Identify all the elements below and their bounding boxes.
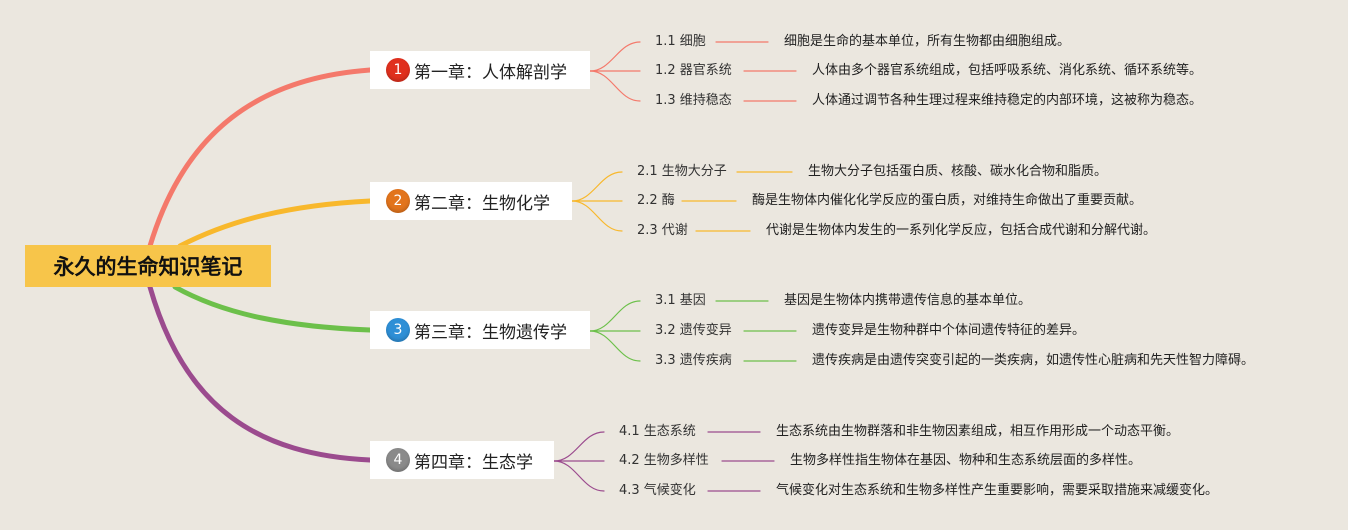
- description-2-3: 代谢是生物体内发生的一系列化学反应，包括合成代谢和分解代谢。: [766, 223, 1157, 238]
- root-title: 永久的生命知识笔记: [53, 255, 243, 279]
- sub-branch-1-3: [589, 70, 641, 102]
- sub-branch-4-1: [553, 431, 605, 462]
- description-3-3: 遗传疾病是由遗传突变引起的一类疾病，如遗传性心脏病和先天性智力障碍。: [812, 353, 1255, 368]
- subtopic-4-1[interactable]: 4.1 生态系统: [619, 424, 696, 439]
- description-4-2: 生物多样性指生物体在基因、物种和生态系统层面的多样性。: [790, 453, 1142, 468]
- chapter-title: 第三章：生物遗传学: [414, 322, 567, 343]
- chapter-number-badge: 1: [386, 58, 410, 82]
- subtopic-3-2[interactable]: 3.2 遗传变异: [655, 323, 732, 338]
- description-4-1: 生态系统由生物群落和非生物因素组成，相互作用形成一个动态平衡。: [776, 424, 1180, 439]
- subtopic-1-1[interactable]: 1.1 细胞: [655, 34, 706, 49]
- chapter-title: 第一章：人体解剖学: [414, 62, 567, 83]
- subtopic-4-2[interactable]: 4.2 生物多样性: [619, 453, 709, 468]
- root-topic[interactable]: 永久的生命知识笔记: [25, 245, 271, 287]
- subtopic-1-2[interactable]: 1.2 器官系统: [655, 63, 732, 78]
- description-4-3: 气候变化对生态系统和生物多样性产生重要影响，需要采取措施来减缓变化。: [776, 483, 1219, 498]
- chapter-4-node[interactable]: 4 第四章：生态学: [370, 441, 554, 479]
- subtopic-4-3[interactable]: 4.3 气候变化: [619, 483, 696, 498]
- subtopic-1-3[interactable]: 1.3 维持稳态: [655, 93, 732, 108]
- subtopic-2-3[interactable]: 2.3 代谢: [637, 223, 688, 238]
- description-1-2: 人体由多个器官系统组成，包括呼吸系统、消化系统、循环系统等。: [812, 63, 1203, 78]
- subtopic-2-1[interactable]: 2.1 生物大分子: [637, 164, 727, 179]
- chapter-number-badge: 2: [386, 189, 410, 213]
- sub-branch-1-1: [589, 41, 641, 72]
- sub-branch-2-1: [571, 171, 623, 202]
- description-1-3: 人体通过调节各种生理过程来维持稳定的内部环境，这被称为稳态。: [812, 93, 1203, 108]
- sub-branch-3-3: [589, 330, 641, 362]
- subtopic-3-1[interactable]: 3.1 基因: [655, 293, 706, 308]
- chapter-title: 第四章：生态学: [414, 452, 533, 473]
- main-branch-1: [147, 67, 373, 249]
- description-1-1: 细胞是生命的基本单位，所有生物都由细胞组成。: [784, 34, 1071, 49]
- sub-branch-3-1: [589, 300, 641, 332]
- description-2-1: 生物大分子包括蛋白质、核酸、碳水化合物和脂质。: [808, 164, 1108, 179]
- description-3-2: 遗传变异是生物种群中个体间遗传特征的差异。: [812, 323, 1086, 338]
- subtopic-2-2[interactable]: 2.2 酶: [637, 193, 675, 208]
- chapter-3-node[interactable]: 3 第三章：生物遗传学: [370, 311, 590, 349]
- chapter-number-badge: 3: [386, 318, 410, 342]
- main-branch-3: [172, 284, 373, 333]
- description-2-2: 酶是生物体内催化化学反应的蛋白质，对维持生命做出了重要贡献。: [752, 193, 1143, 208]
- chapter-number-badge: 4: [386, 448, 410, 472]
- chapter-1-node[interactable]: 1 第一章：人体解剖学: [370, 51, 590, 89]
- main-branch-4: [147, 284, 373, 463]
- description-3-1: 基因是生物体内携带遗传信息的基本单位。: [784, 293, 1032, 308]
- chapter-2-node[interactable]: 2 第二章：生物化学: [370, 182, 572, 220]
- main-branch-2: [177, 198, 373, 249]
- chapter-title: 第二章：生物化学: [414, 193, 550, 214]
- subtopic-3-3[interactable]: 3.3 遗传疾病: [655, 353, 732, 368]
- sub-branch-4-3: [553, 460, 605, 492]
- sub-branch-2-3: [571, 200, 623, 232]
